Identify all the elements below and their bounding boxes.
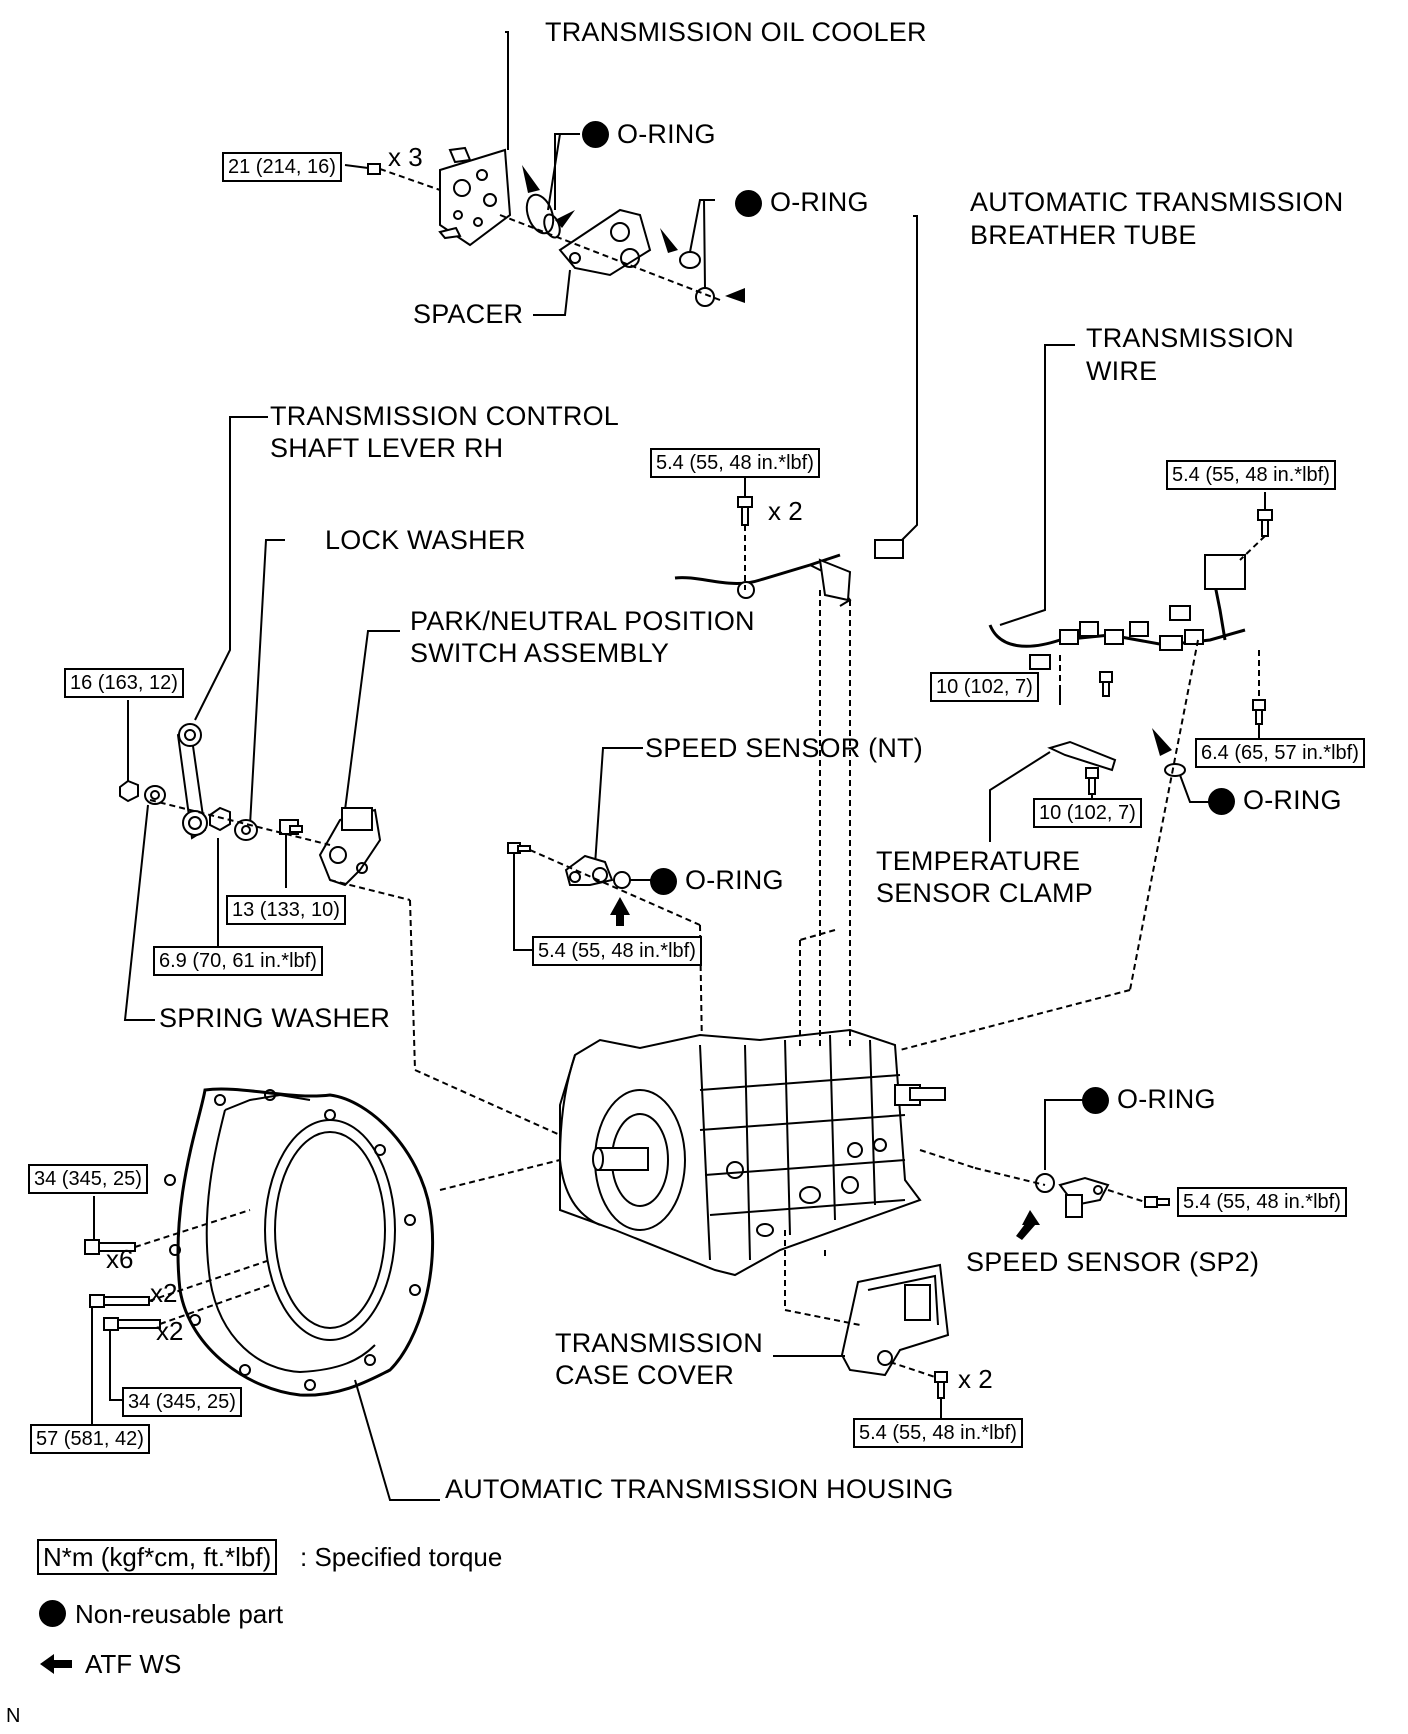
spacer-label: SPACER xyxy=(413,299,524,329)
transmission-wire-label-line1: TRANSMISSION xyxy=(1086,323,1294,353)
speed-sensor-nt-label: SPEED SENSOR (NT) xyxy=(645,733,923,763)
shaft-lever-label-line1: TRANSMISSION CONTROL xyxy=(270,401,620,431)
legend-atf-text: ATF WS xyxy=(85,1649,182,1679)
switch-bolt xyxy=(279,819,303,835)
torque-wire-connector: 5.4 (55, 48 in.*lbf) xyxy=(1166,460,1336,490)
qty-housing-x2-b: x2 xyxy=(156,1316,184,1346)
park-switch-label-line1: PARK/NEUTRAL POSITION xyxy=(410,606,755,636)
transmission-wire-label-line2: WIRE xyxy=(1086,356,1158,386)
atf-arrow-6 xyxy=(610,897,630,926)
breather-tube-label-line1: AUTOMATIC TRANSMISSION xyxy=(970,187,1344,217)
oring-label-2: O-RING xyxy=(770,187,869,217)
legend-torque-text: : Specified torque xyxy=(300,1542,503,1572)
lock-washer-nut xyxy=(209,806,231,832)
qty-housing-x2-a: x2 xyxy=(150,1278,178,1308)
breather-bolt xyxy=(737,496,753,590)
torque-housing-x2-b: 57 (581, 42) xyxy=(30,1424,150,1454)
wire-bracket-bolt xyxy=(1252,650,1266,725)
atf-arrow-3 xyxy=(660,228,678,253)
corner-mark: N xyxy=(6,1705,21,1727)
oring-label-sp2: O-RING xyxy=(1117,1084,1216,1114)
torque-oil-cooler: 21 (214, 16) xyxy=(222,152,342,182)
spring-washer-drawing xyxy=(144,785,166,805)
case-cover-bolt xyxy=(934,1371,948,1399)
torque-speed-sensor-nt: 5.4 (55, 48 in.*lbf) xyxy=(532,936,702,966)
nonreusable-dot-oring-nt xyxy=(650,868,677,895)
housing-bolt-x2-b xyxy=(89,1294,150,1308)
qty-oil-cooler: x 3 xyxy=(388,142,423,172)
nonreusable-dot-oring-wire xyxy=(1208,788,1235,815)
oring-label-nt: O-RING xyxy=(685,865,784,895)
speed-sensor-sp2-drawing xyxy=(1058,1176,1110,1218)
atf-arrow-4 xyxy=(725,288,745,303)
housing-label: AUTOMATIC TRANSMISSION HOUSING xyxy=(445,1474,954,1504)
torque-switch-bolt: 13 (133, 10) xyxy=(226,895,346,925)
park-neutral-switch-drawing xyxy=(318,807,382,887)
temp-clamp-label-line2: SENSOR CLAMP xyxy=(876,878,1093,908)
torque-breather: 5.4 (55, 48 in.*lbf) xyxy=(650,448,820,478)
atf-arrow-5 xyxy=(1152,728,1172,756)
nonreusable-dot-oring-2 xyxy=(735,190,762,217)
qty-housing-x6: x6 xyxy=(106,1244,134,1274)
torque-housing-x6: 34 (345, 25) xyxy=(28,1164,148,1194)
speed-sensor-sp2-bolt xyxy=(1144,1196,1170,1208)
housing-bolt-x2-a xyxy=(103,1317,161,1331)
breather-tube-label-line2: BREATHER TUBE xyxy=(970,220,1197,250)
housing-bolt-x6 xyxy=(84,1239,136,1255)
torque-shaft-lever-nut: 16 (163, 12) xyxy=(64,668,184,698)
legend-atf-arrow-icon xyxy=(40,1654,72,1674)
torque-housing-x2-a: 34 (345, 25) xyxy=(122,1387,242,1417)
case-cover-label-line1: TRANSMISSION xyxy=(555,1328,763,1358)
qty-case-cover: x 2 xyxy=(958,1364,993,1394)
speed-sensor-nt-oring xyxy=(613,871,631,889)
torque-wire-bolt: 10 (102, 7) xyxy=(930,672,1039,702)
legend-nonreusable-text: Non-reusable part xyxy=(75,1599,284,1629)
park-switch-label-line2: SWITCH ASSEMBLY xyxy=(410,638,670,668)
oring-label-1: O-RING xyxy=(617,119,716,149)
wire-oring xyxy=(1164,763,1186,777)
shaft-lever-label-line2: SHAFT LEVER RH xyxy=(270,433,504,463)
torque-switch-nut: 6.9 (70, 61 in.*lbf) xyxy=(153,946,323,976)
torque-case-cover: 5.4 (55, 48 in.*lbf) xyxy=(853,1418,1023,1448)
speed-sensor-sp2-label: SPEED SENSOR (SP2) xyxy=(966,1247,1260,1277)
transmission-case-drawing xyxy=(558,1028,946,1277)
oil-cooler-bolt xyxy=(367,163,441,191)
case-cover-drawing xyxy=(840,1263,950,1377)
qty-breather: x 2 xyxy=(768,496,803,526)
temp-clamp-label-line1: TEMPERATURE xyxy=(876,846,1081,876)
nonreusable-dot-oring-sp2 xyxy=(1082,1087,1109,1114)
case-cover-label-line2: CASE COVER xyxy=(555,1360,735,1390)
speed-sensor-nt-bolt xyxy=(507,842,531,854)
speed-sensor-nt-drawing xyxy=(564,854,614,886)
wire-bolt xyxy=(1059,655,1113,697)
shaft-lever-nut xyxy=(119,779,139,803)
atf-arrow-7 xyxy=(1016,1210,1040,1240)
spring-washer-label: SPRING WASHER xyxy=(159,1003,391,1033)
breather-tube-drawing xyxy=(674,539,904,607)
torque-speed-sensor-sp2: 5.4 (55, 48 in.*lbf) xyxy=(1177,1187,1347,1217)
atf-arrow-2 xyxy=(555,210,575,228)
transmission-housing-drawing xyxy=(164,1087,435,1397)
nonreusable-dot-oring-1 xyxy=(582,121,609,148)
wire-connector-bolt xyxy=(1239,509,1273,561)
shaft-lever-drawing xyxy=(176,723,208,840)
oil-cooler-drawing xyxy=(438,146,512,247)
legend-torque-box: N*m (kgf*cm, ft.*lbf) xyxy=(37,1539,278,1575)
oring-label-wire: O-RING xyxy=(1243,785,1342,815)
spacer-drawing xyxy=(558,208,652,277)
torque-wire-bracket-bolt: 6.4 (65, 57 in.*lbf) xyxy=(1195,738,1365,768)
temp-sensor-clamp-drawing xyxy=(1047,740,1117,795)
torque-temp-clamp: 10 (102, 7) xyxy=(1033,798,1142,828)
legend-nonreusable-dot xyxy=(39,1600,66,1627)
atf-arrow-1 xyxy=(522,165,540,193)
lock-washer-label: LOCK WASHER xyxy=(325,525,526,555)
oil-cooler-label: TRANSMISSION OIL COOLER xyxy=(545,17,927,47)
transmission-wire-drawing xyxy=(988,554,1246,670)
oring-cooler-2 xyxy=(679,251,715,307)
